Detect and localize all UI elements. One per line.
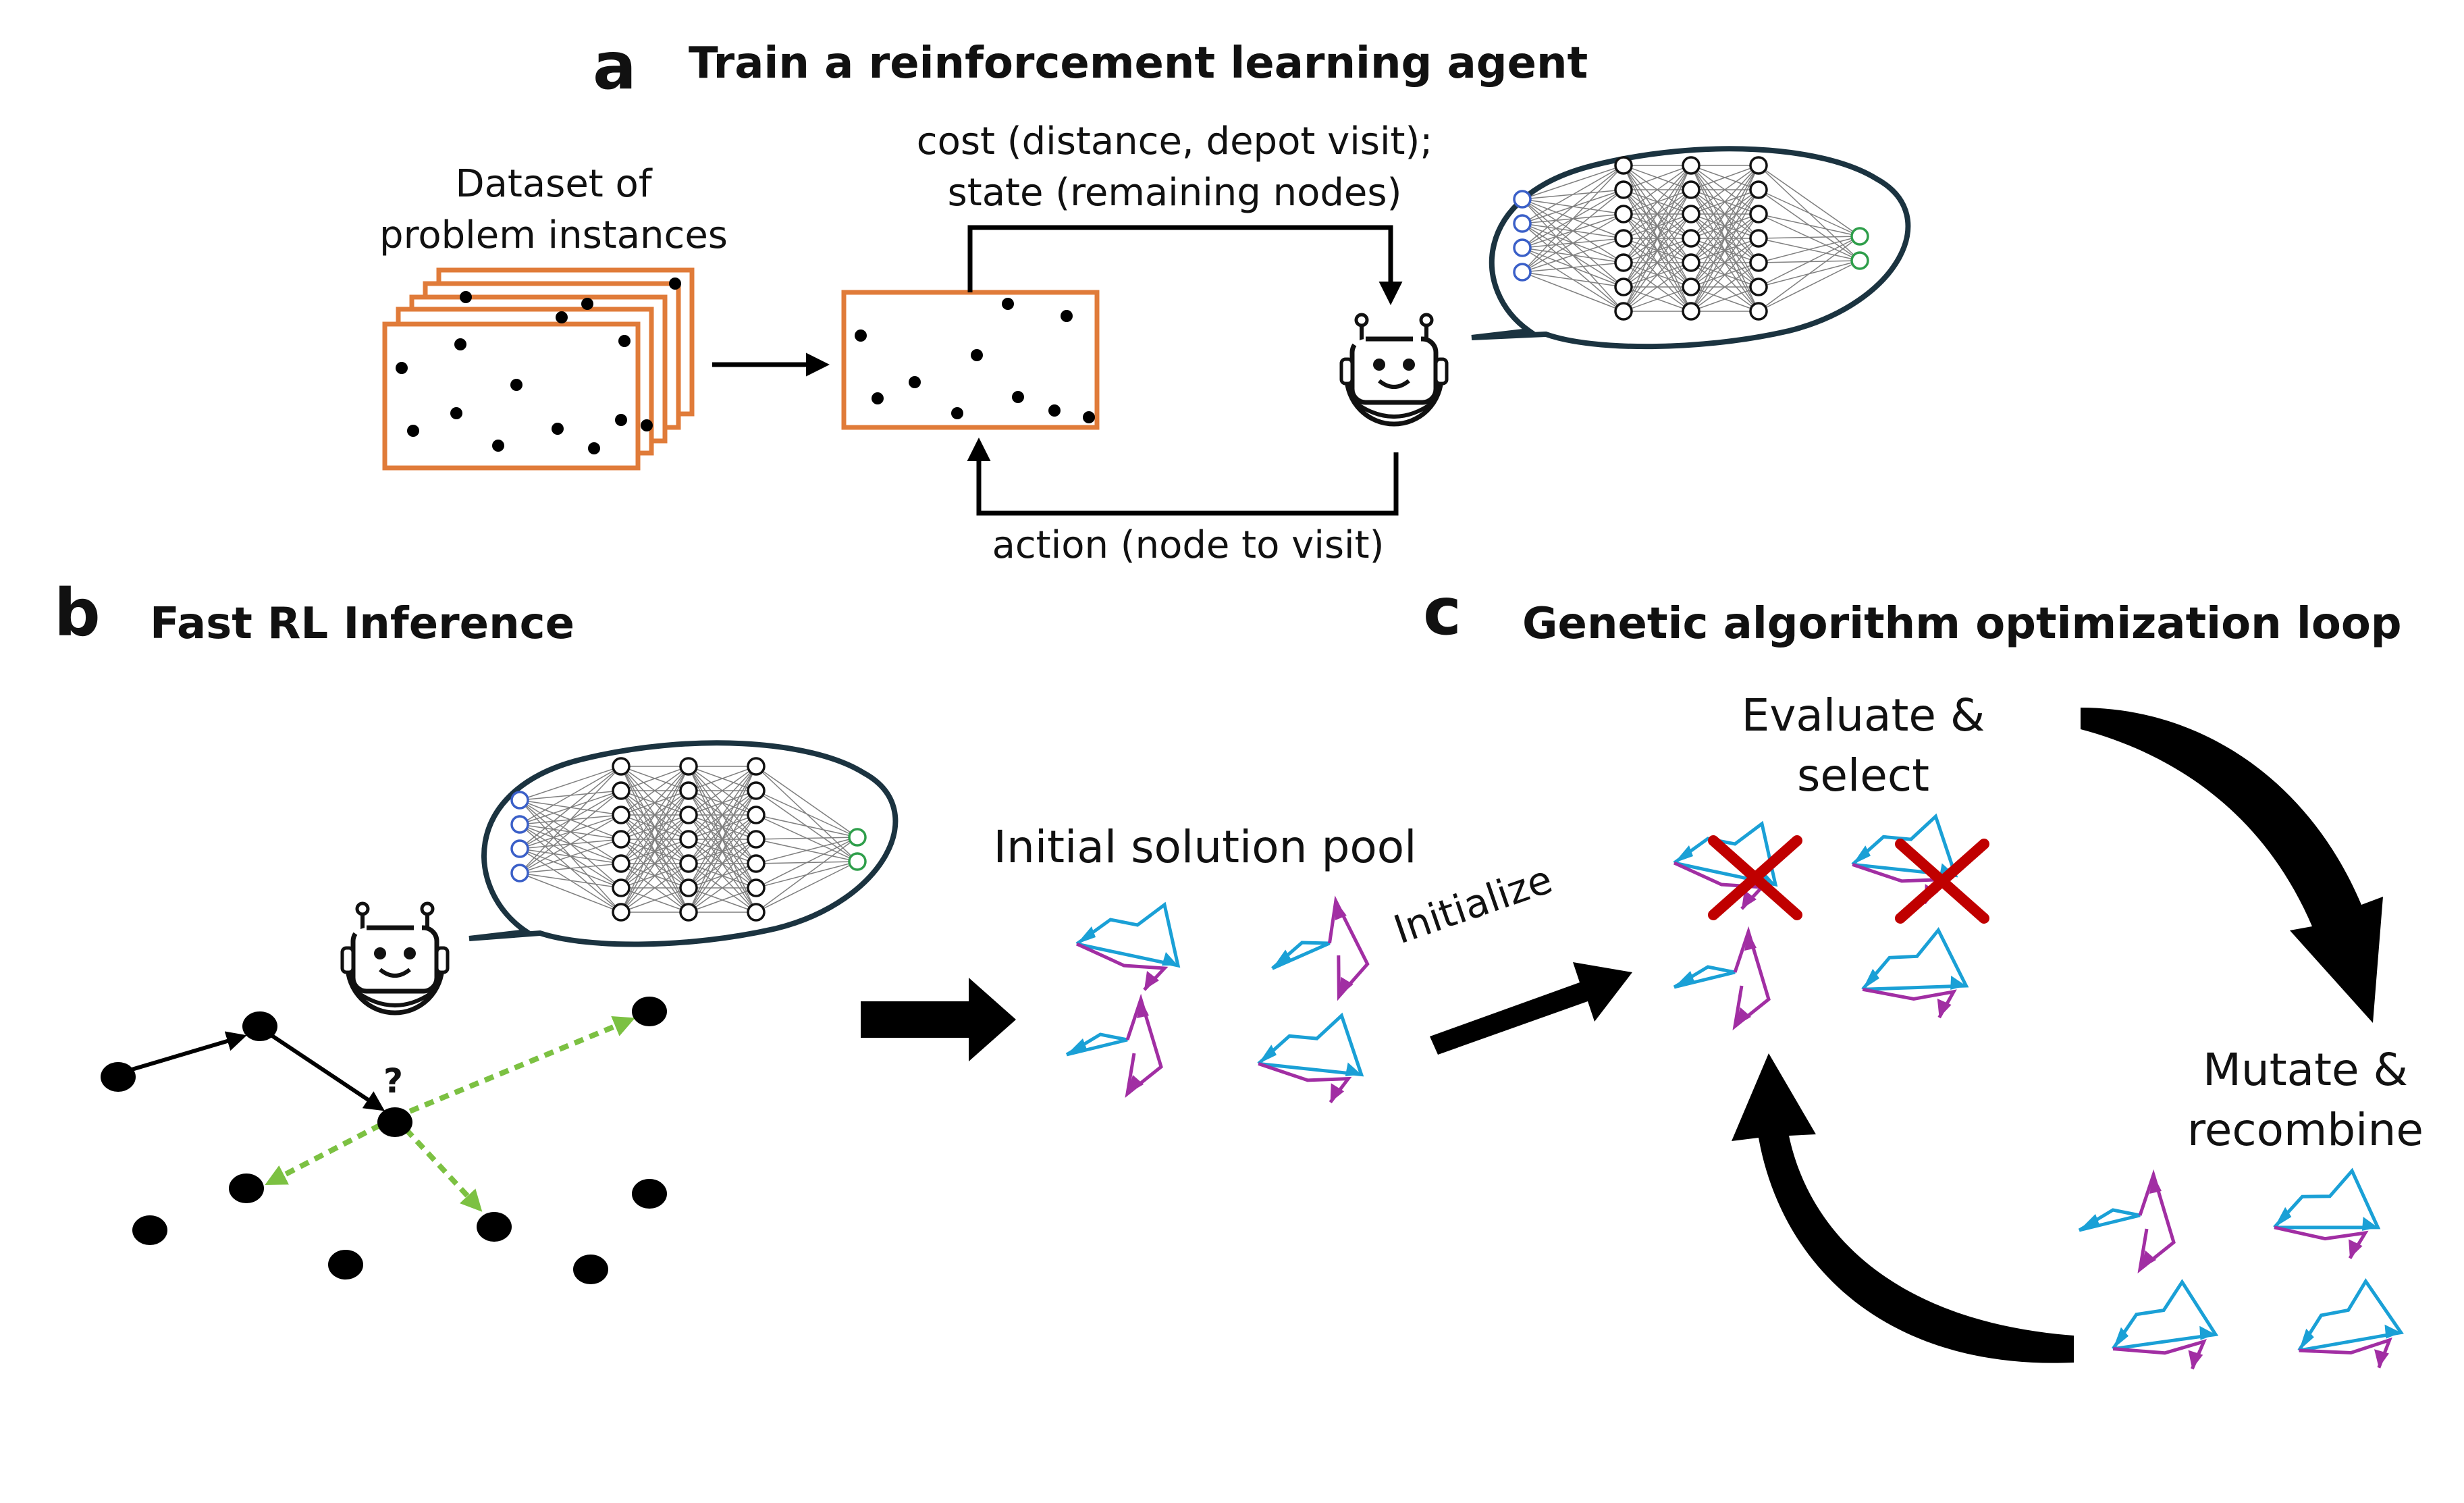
- mutate-pool: [2079, 1168, 2410, 1393]
- feedback-label-line1: cost (distance, depot visit);: [916, 120, 1433, 163]
- evaluate-label-line2: select: [1796, 749, 1930, 802]
- speech-bubble-icon: [1471, 146, 1911, 350]
- mutate-label-line2: recombine: [2187, 1104, 2423, 1157]
- initial-solution-pool: [1067, 897, 1372, 1109]
- robot-icon: [342, 903, 448, 1013]
- panel-a-title: Train a reinforcement learning agent: [689, 38, 1588, 88]
- panel-c-letter: c: [1423, 574, 1462, 650]
- action-label: action (node to visit): [992, 523, 1385, 567]
- panel-a: [382, 146, 1911, 516]
- inference-to-pool-arrow: [861, 978, 1016, 1061]
- mutate-label: Mutate & recombine: [2153, 1040, 2457, 1160]
- evaluate-pool: [1674, 815, 1984, 1034]
- query-mark: ?: [383, 1061, 404, 1101]
- dataset-label: Dataset of problem instances: [351, 159, 756, 261]
- mutate-to-select-arrow: [1732, 1053, 2074, 1363]
- dataset-label-line1: Dataset of: [455, 162, 652, 206]
- dataset-stack: [382, 267, 695, 471]
- mutate-label-line1: Mutate &: [2202, 1044, 2409, 1096]
- panel-a-letter: a: [593, 28, 637, 104]
- feedback-label: cost (distance, depot visit); state (rem…: [871, 116, 1478, 218]
- evaluate-label-line1: Evaluate &: [1741, 689, 1985, 741]
- feedback-arrow: [967, 225, 1403, 305]
- robot-icon: [1341, 315, 1447, 424]
- panel-b-title: Fast RL Inference: [150, 599, 574, 649]
- action-arrow: [967, 438, 1399, 516]
- dataset-label-line2: problem instances: [379, 213, 728, 257]
- speech-bubble-icon: [468, 740, 899, 947]
- panel-b: [101, 740, 1372, 1284]
- problem-instance: [841, 290, 1100, 430]
- panel-c-title: Genetic algorithm optimization loop: [1522, 599, 2402, 649]
- pool-label: Initial solution pool: [993, 821, 1417, 873]
- initialize-arrow: [1430, 962, 1632, 1055]
- red-x-icon: [1713, 841, 1797, 915]
- select-to-mutate-arrow: [2081, 708, 2383, 1023]
- evaluate-label: Evaluate & select: [1674, 685, 2052, 806]
- tour-graph: [101, 997, 667, 1284]
- panel-b-letter: b: [54, 575, 101, 651]
- feedback-label-line2: state (remaining nodes): [947, 170, 1402, 215]
- panel-c: [1430, 708, 2410, 1393]
